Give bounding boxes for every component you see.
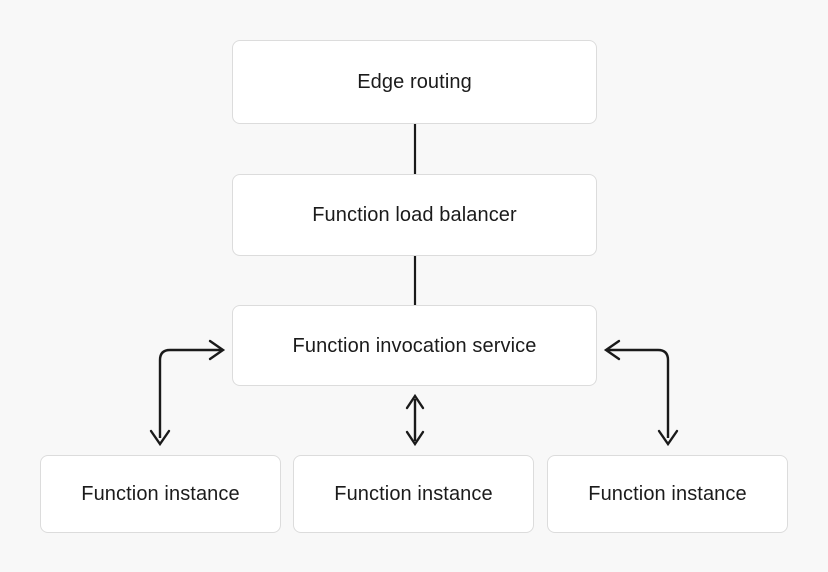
node-function-instance-right-label: Function instance bbox=[588, 483, 747, 505]
node-function-load-balancer[interactable]: Function load balancer bbox=[232, 174, 597, 256]
node-function-instance-left[interactable]: Function instance bbox=[40, 455, 281, 533]
node-edge-routing-label: Edge routing bbox=[357, 71, 472, 93]
connector-invocation-to-instance-left bbox=[149, 339, 226, 447]
node-function-invocation-service-label: Function invocation service bbox=[292, 334, 537, 357]
node-edge-routing[interactable]: Edge routing bbox=[232, 40, 597, 124]
node-function-instance-left-label: Function instance bbox=[81, 483, 240, 505]
node-function-instance-middle[interactable]: Function instance bbox=[293, 455, 534, 533]
connector-invocation-to-instance-middle bbox=[405, 393, 425, 447]
connector-invocation-to-instance-right bbox=[603, 339, 679, 447]
node-function-instance-middle-label: Function instance bbox=[334, 483, 493, 505]
node-function-instance-right[interactable]: Function instance bbox=[547, 455, 788, 533]
node-function-invocation-service[interactable]: Function invocation service bbox=[232, 305, 597, 386]
node-function-load-balancer-label: Function load balancer bbox=[312, 204, 517, 226]
